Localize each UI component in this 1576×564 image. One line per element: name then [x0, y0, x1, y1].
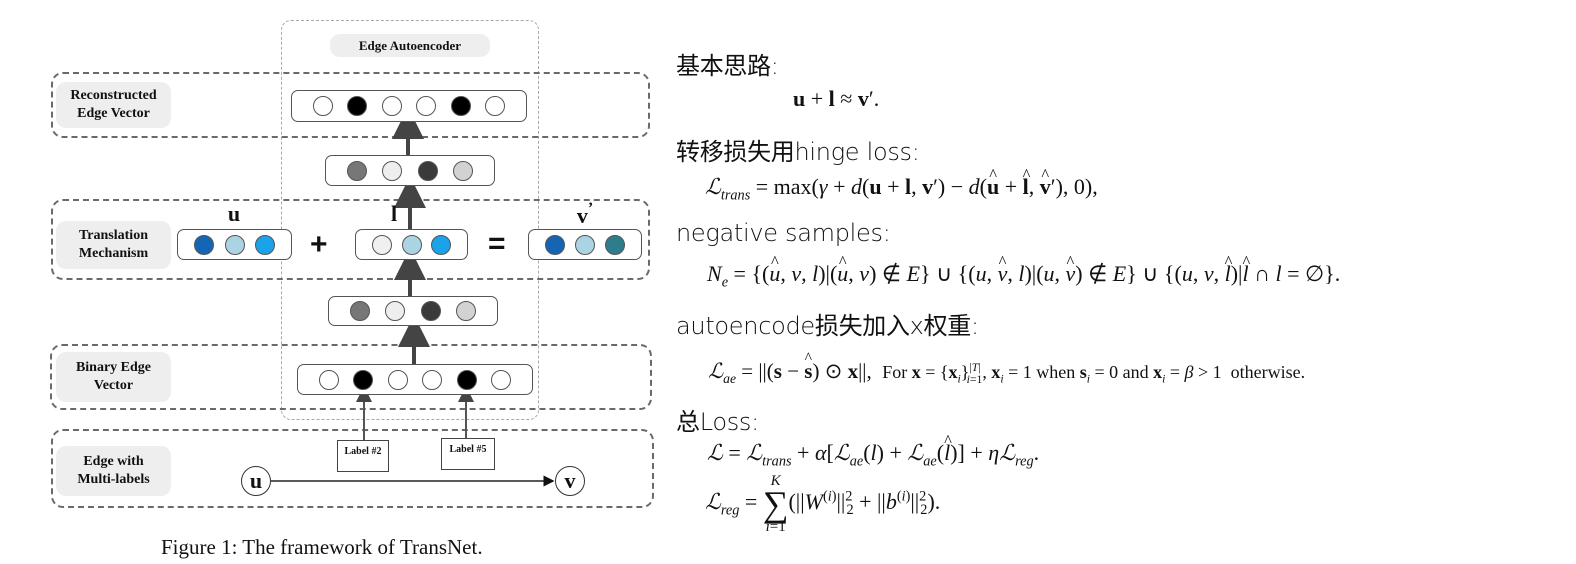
tag-line: Reconstructed: [70, 88, 157, 103]
formula-total-loss: ℒ = ℒtrans + α[ℒae(l) + ℒae(l)] + ηℒreg.: [707, 431, 1039, 470]
vector-node: [350, 301, 371, 321]
reconstructed-tag: Reconstructed Edge Vector: [56, 82, 171, 128]
l-vector-label: l: [390, 201, 398, 226]
tag-line: Translation: [79, 228, 148, 243]
translation-band: [51, 199, 650, 280]
reconstructed-edge-vector: [291, 90, 527, 122]
label-note: Label #5: [441, 438, 495, 470]
v-prime-vector: [528, 229, 642, 260]
formula-reg-loss: ℒreg = K∑i=1(||W(i)||22 + ||b(i)||22).: [705, 473, 941, 535]
vector-node: [575, 234, 595, 255]
tag-line: Mechanism: [78, 246, 149, 261]
vector-node: [382, 160, 403, 181]
v-prime-label: v’: [570, 200, 600, 229]
reconstructed-band: [51, 72, 650, 138]
vector-node: [318, 369, 339, 390]
formula-ae-loss: ℒae = ||(s − s) ⊙ x||, For x = {xi}|T|i=…: [708, 350, 1305, 387]
formula-trans-loss: ℒtrans = max(γ + d(u + l, v′) − d(u + l,…: [705, 165, 1098, 204]
source-node-u: u: [241, 466, 271, 496]
tag-line: Edge Vector: [77, 106, 150, 121]
section-heading-basic-idea: 基本思路:: [676, 52, 779, 80]
hidden-layer-bottom: [328, 296, 498, 326]
vector-node: [420, 301, 441, 321]
vector-node: [371, 234, 392, 255]
edge-autoencoder-tag: Edge Autoencoder: [330, 34, 490, 57]
vector-node: [605, 234, 625, 255]
vector-node: [347, 160, 368, 181]
binary-edge-vector: [297, 364, 533, 395]
tag-line: Edge with: [83, 454, 144, 469]
edge-band: [51, 429, 654, 508]
vector-node: [485, 96, 506, 116]
vector-node: [545, 234, 565, 255]
vector-node: [312, 96, 333, 116]
vector-node: [387, 369, 408, 390]
tag-line: Vector: [93, 378, 134, 393]
arrows-overlay: [271, 107, 555, 487]
edge-autoencoder-region: [281, 20, 539, 420]
vector-node: [431, 234, 452, 255]
vector-node: [422, 369, 443, 390]
section-heading-total-loss: 总Loss:: [676, 408, 759, 436]
vector-node: [254, 234, 275, 255]
label-note: Label #2: [337, 440, 389, 472]
translation-tag: Translation Mechanism: [56, 221, 171, 269]
summation: K∑i=1: [762, 473, 789, 535]
prime-mark: ’: [587, 200, 594, 217]
section-heading-hinge-loss: 转移损失用hinge loss:: [676, 138, 920, 166]
vector-node: [416, 96, 437, 116]
tag-line: Binary Edge: [75, 360, 152, 375]
l-vector: [355, 229, 468, 260]
vector-node: [417, 160, 438, 181]
equals-operator: =: [488, 227, 506, 260]
figure-caption: Figure 1: The framework of TransNet.: [161, 535, 483, 559]
vector-node: [452, 160, 473, 181]
vector-node: [455, 301, 476, 321]
vector-node: [450, 96, 471, 116]
vector-node: [194, 234, 215, 255]
vector-node: [491, 369, 512, 390]
hidden-layer-top: [325, 155, 495, 186]
v-label-text: v: [576, 203, 588, 228]
vector-node: [456, 369, 477, 390]
target-node-v: v: [555, 466, 585, 496]
u-vector: [177, 229, 292, 260]
vector-node: [385, 301, 406, 321]
plus-operator: +: [310, 228, 328, 261]
vector-node: [224, 234, 245, 255]
section-heading-negative-samples: negative samples:: [676, 219, 891, 247]
vector-node: [353, 369, 374, 390]
formula-translation-idea: u + l ≈ v′.: [793, 86, 880, 111]
vector-node: [401, 234, 422, 255]
u-vector-label: u: [227, 201, 241, 226]
vector-node: [347, 96, 368, 116]
binary-band: [50, 344, 652, 410]
vector-node: [381, 96, 402, 116]
binary-tag: Binary Edge Vector: [56, 352, 171, 402]
edge-tag: Edge with Multi-labels: [56, 446, 171, 496]
tag-line: Multi-labels: [77, 472, 150, 487]
formula-negative-samples: Ne = {(u, v, l)|(u, v) ∉ E} ∪ {(u, v, l)…: [707, 252, 1340, 291]
section-heading-autoencode-loss: autoencode损失加入x权重:: [676, 312, 979, 340]
